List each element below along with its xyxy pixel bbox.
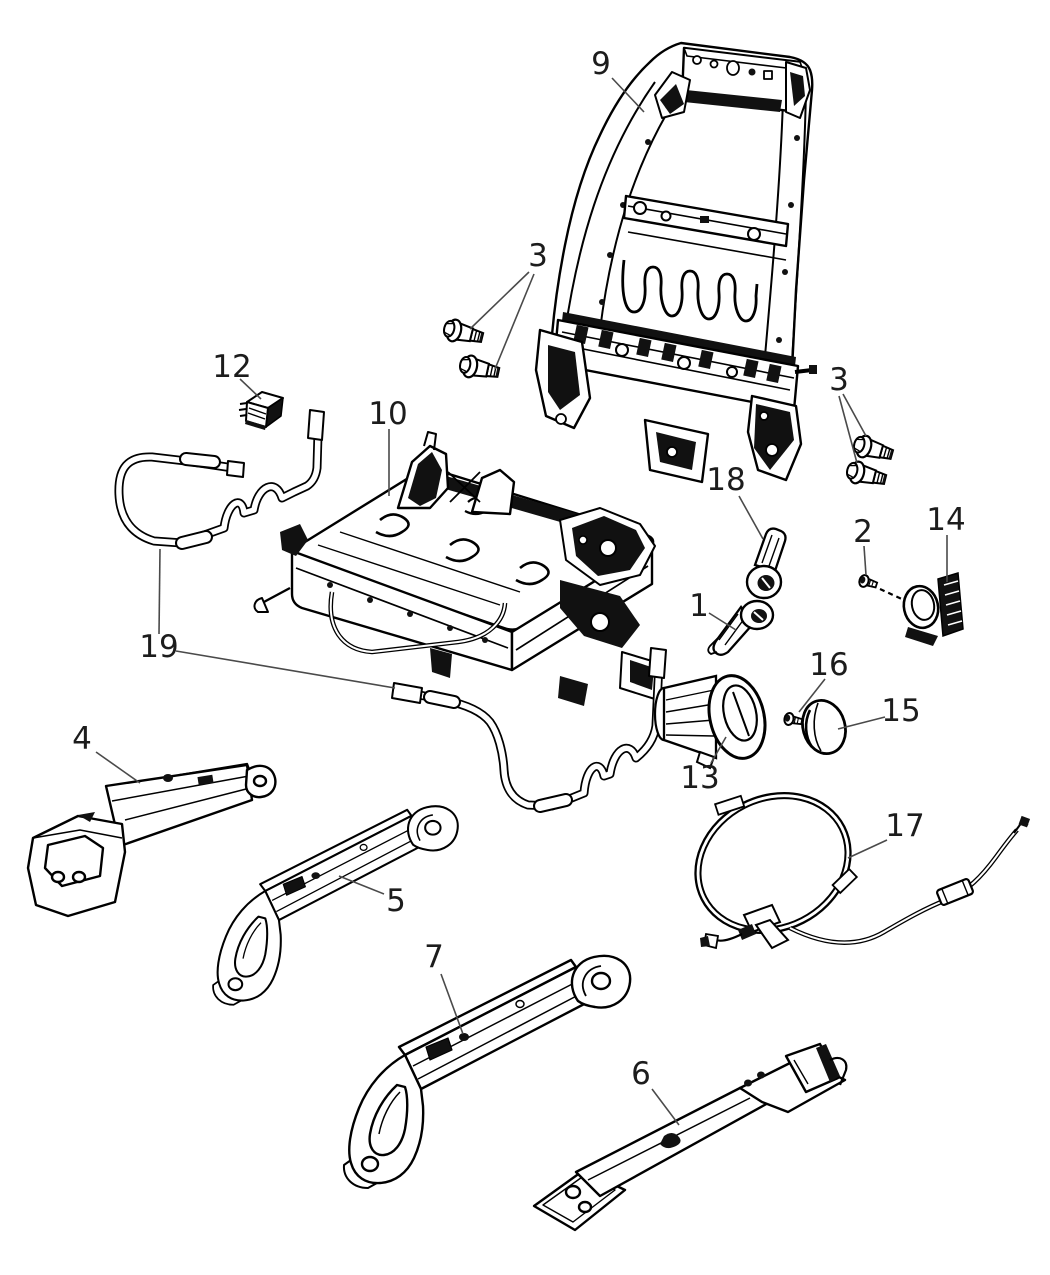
release-cable-drawing bbox=[694, 791, 1031, 950]
callout-18: 18 bbox=[706, 462, 745, 498]
recliner-lever-drawing bbox=[745, 527, 787, 600]
screw-16-drawing bbox=[782, 711, 804, 729]
callout-9: 9 bbox=[591, 46, 611, 82]
callout-10: 10 bbox=[368, 396, 407, 432]
riser-7-drawing bbox=[342, 954, 632, 1190]
seatback-frame-drawing bbox=[534, 41, 817, 484]
round-cap-drawing bbox=[801, 699, 847, 755]
torsion-wire-upper-drawing bbox=[114, 409, 325, 550]
screw-2-drawing bbox=[856, 572, 905, 601]
callout-2: 2 bbox=[853, 514, 873, 550]
callout-1: 1 bbox=[689, 588, 709, 624]
riser-4-drawing bbox=[26, 762, 277, 918]
callout-13: 13 bbox=[680, 760, 719, 796]
callout-4: 4 bbox=[72, 721, 92, 757]
support-bracket-drawing bbox=[532, 1042, 848, 1232]
leader-lines bbox=[95, 77, 948, 1126]
handle-lever-drawing bbox=[707, 599, 775, 656]
callout-12: 12 bbox=[212, 349, 251, 385]
callout-3-right: 3 bbox=[829, 362, 849, 398]
callout-6: 6 bbox=[631, 1056, 651, 1092]
torsion-wire-lower-drawing bbox=[391, 647, 667, 813]
callout-14: 14 bbox=[926, 502, 965, 538]
callout-3-upper: 3 bbox=[528, 238, 548, 274]
callout-15: 15 bbox=[881, 693, 920, 729]
callout-5: 5 bbox=[386, 883, 406, 919]
switch-module-drawing bbox=[238, 391, 284, 430]
callout-16: 16 bbox=[809, 647, 848, 683]
seat-adjuster-drawing bbox=[253, 431, 663, 706]
adjuster-knob-drawing bbox=[653, 674, 767, 770]
callout-19: 19 bbox=[139, 629, 178, 665]
callout-17: 17 bbox=[885, 808, 924, 844]
clamp-bracket-drawing bbox=[902, 572, 964, 646]
riser-5-drawing bbox=[212, 805, 459, 1006]
callout-7: 7 bbox=[424, 939, 444, 975]
